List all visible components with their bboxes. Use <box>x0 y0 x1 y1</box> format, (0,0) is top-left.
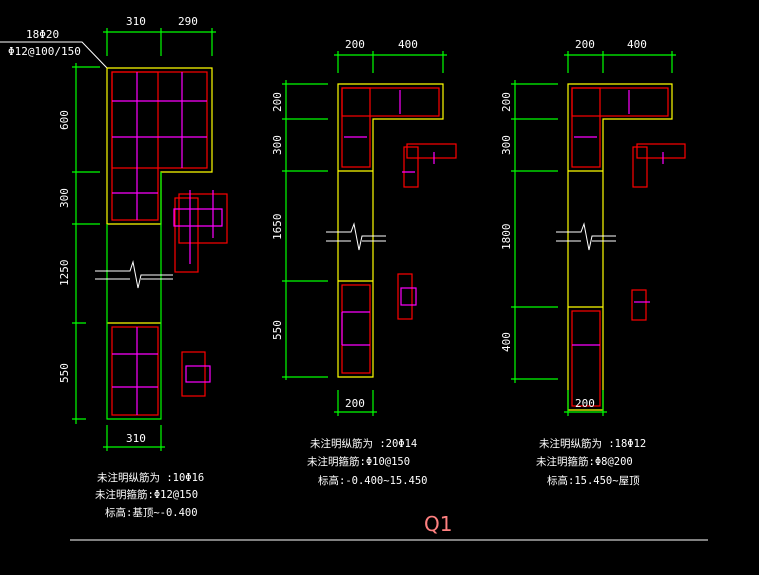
break-symbol <box>326 222 386 251</box>
bottom-dimension: 200 <box>334 390 377 416</box>
drawing-title: Q1 <box>424 512 452 536</box>
dim-label: 600 <box>58 110 71 130</box>
top-dimension: 310 290 <box>103 15 216 56</box>
dim-label: 300 <box>500 135 513 155</box>
dim-label: 200 <box>575 38 595 51</box>
dim-label: 550 <box>271 320 284 340</box>
dim-label: 300 <box>271 135 284 155</box>
section-left: 18Φ20 Φ12@100/150 310 290 600 300 1250 5… <box>0 15 228 519</box>
break-symbol <box>556 222 616 251</box>
note-stirrup: 未注明箍筋:Φ8@200 <box>536 455 633 468</box>
wall-outline <box>567 83 673 411</box>
side-dimension: 200 300 1650 550 <box>271 80 328 380</box>
dim-label: 200 <box>345 397 365 410</box>
top-dimension: 200 400 <box>564 38 676 73</box>
break-symbol <box>95 260 173 289</box>
dim-label: 200 <box>271 92 284 112</box>
dim-label: 550 <box>58 363 71 383</box>
dim-label: 1650 <box>271 214 284 241</box>
note-elevation: 标高:15.450~屋顶 <box>547 474 640 487</box>
wall-outline <box>337 83 444 378</box>
dim-label: 1250 <box>58 260 71 287</box>
dim-label: 200 <box>575 397 595 410</box>
bottom-dimension: 310 <box>103 425 165 451</box>
note-elevation: 标高:-0.400~15.450 <box>318 474 428 487</box>
note-longitudinal: 未注明纵筋为 :18Φ12 <box>539 437 646 450</box>
dim-label: 400 <box>627 38 647 51</box>
note-stirrup: 未注明箍筋:Φ10@150 <box>307 455 410 468</box>
dim-label: 310 <box>126 432 146 445</box>
dim-label: 400 <box>398 38 418 51</box>
section-middle: 200 400 200 300 1650 550 200 未注明纵筋为 :20Φ… <box>271 38 457 487</box>
note-longitudinal: 未注明纵筋为 :20Φ14 <box>310 437 417 450</box>
note-longitudinal: 未注明纵筋为 :10Φ16 <box>97 471 204 484</box>
side-dimension: 600 300 1250 550 <box>58 63 100 424</box>
side-dimension: 200 300 1800 400 <box>500 80 558 383</box>
note-elevation: 标高:基顶~-0.400 <box>105 506 198 519</box>
dim-label: 1800 <box>500 224 513 251</box>
note-stirrup: 未注明箍筋:Φ12@150 <box>95 488 198 501</box>
dim-label: 200 <box>500 92 513 112</box>
dim-label: 400 <box>500 332 513 352</box>
wall-outline <box>106 67 213 324</box>
leader-top-label: 18Φ20 <box>26 28 59 41</box>
dim-label: 300 <box>58 188 71 208</box>
wall-outline-lower <box>106 172 162 420</box>
section-right: 200 400 200 300 1800 400 200 未注明纵筋为 :18Φ… <box>500 38 686 487</box>
dim-label: 290 <box>178 15 198 28</box>
leader-line <box>0 41 108 69</box>
dim-label: 310 <box>126 15 146 28</box>
top-dimension: 200 400 <box>334 38 447 73</box>
bottom-dimension: 200 <box>564 390 607 416</box>
dim-label: 200 <box>345 38 365 51</box>
leader-bottom-label: Φ12@100/150 <box>8 45 81 58</box>
